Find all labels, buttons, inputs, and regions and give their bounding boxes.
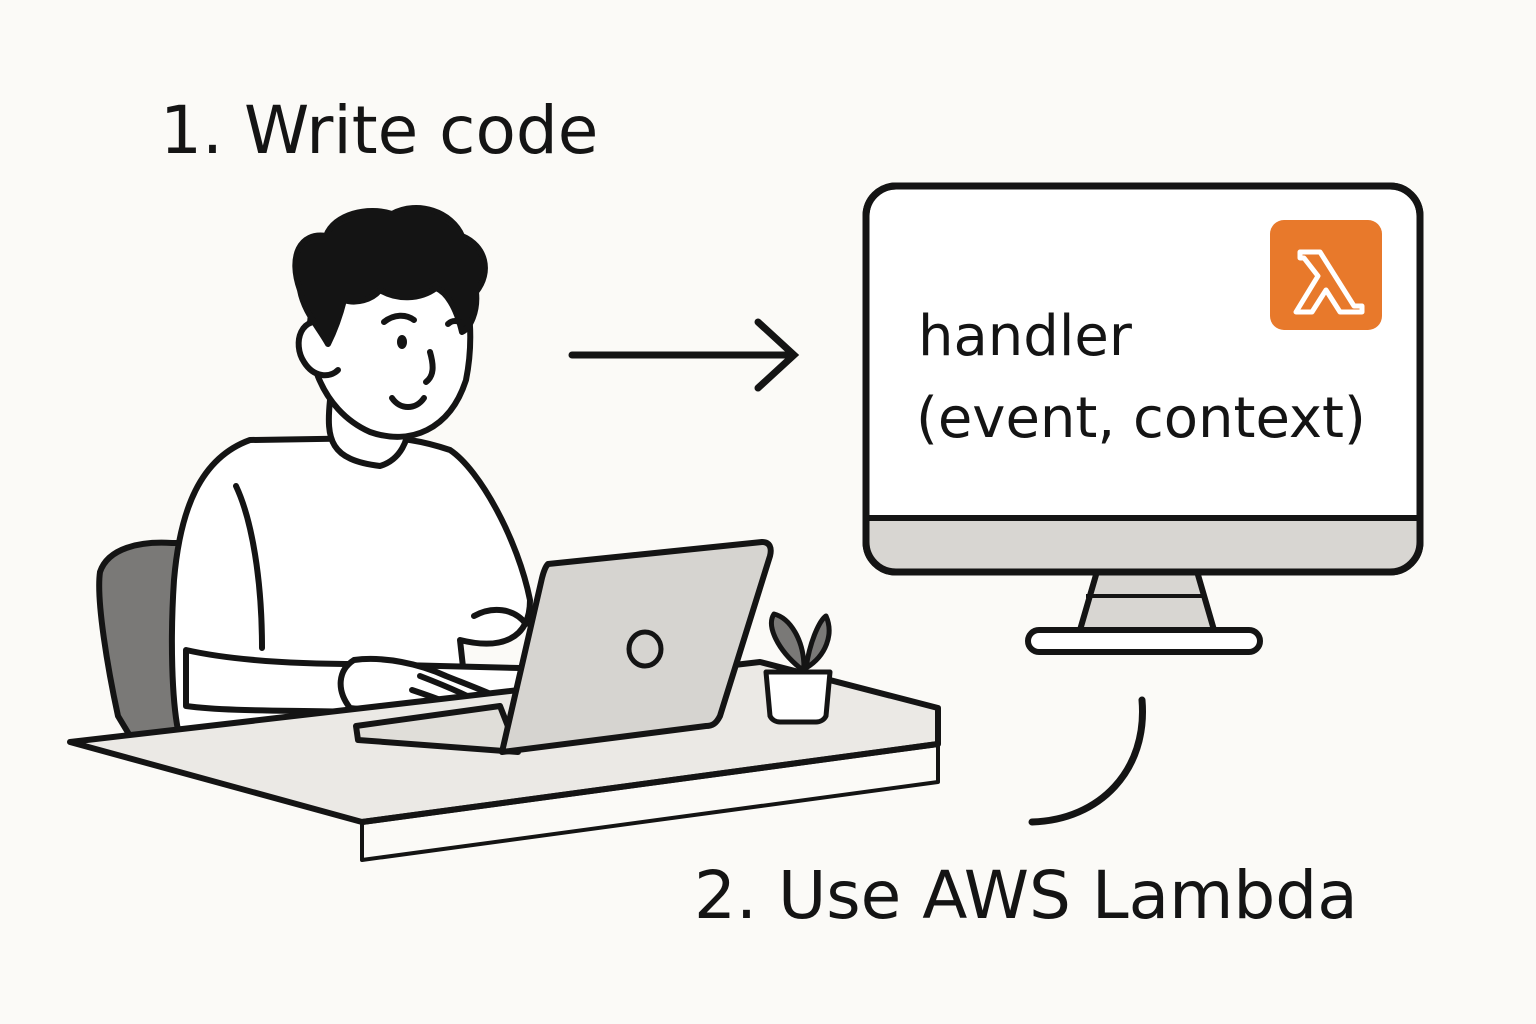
step2-label: 2. Use AWS Lambda — [694, 857, 1358, 934]
arrow-to-monitor — [568, 318, 800, 392]
lambda-icon — [1270, 220, 1382, 330]
person — [168, 205, 533, 733]
monitor-foot — [1025, 627, 1263, 655]
code-line-1: handler — [918, 304, 1133, 369]
laptop-logo — [626, 629, 664, 669]
monitor: handler (event, context) — [862, 182, 1424, 655]
chair — [96, 539, 185, 739]
step1-label: 1. Write code — [160, 92, 598, 169]
monitor-stand — [1077, 565, 1217, 633]
person-hair — [292, 205, 488, 347]
monitor-bezel — [869, 518, 1417, 569]
laptop — [353, 539, 774, 755]
code-line-2: (event, context) — [916, 386, 1366, 451]
connector-curve — [1028, 696, 1146, 826]
plant — [763, 611, 833, 725]
laptop-screen — [499, 539, 774, 755]
plant-pot — [763, 669, 833, 725]
person-torso — [168, 435, 533, 733]
